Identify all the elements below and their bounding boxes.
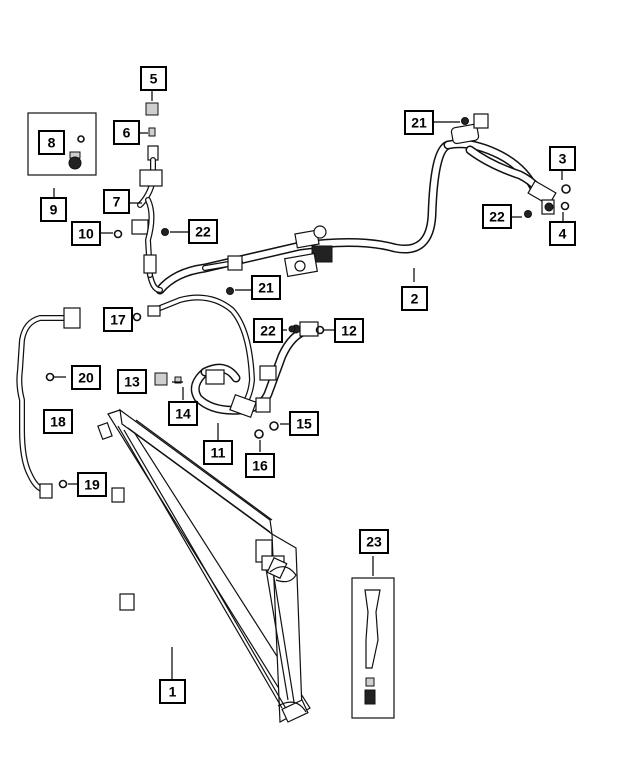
callout-21b: 21 — [251, 275, 281, 300]
callout-21a: 21 — [404, 110, 434, 135]
svg-text:1: 1 — [169, 684, 177, 700]
upper-right-hose-drawing — [443, 113, 557, 215]
discharge-line-drawing — [16, 307, 81, 499]
callout-19: 19 — [77, 472, 107, 497]
svg-text:8: 8 — [48, 135, 56, 151]
pressure-switch-drawing — [27, 112, 97, 176]
callout-20: 20 — [71, 365, 101, 390]
svg-text:20: 20 — [78, 370, 94, 386]
callout-22a: 22 — [188, 219, 218, 244]
callout-15: 15 — [289, 411, 319, 436]
svg-text:23: 23 — [366, 534, 382, 550]
callout-7: 7 — [103, 189, 130, 214]
svg-text:16: 16 — [252, 458, 268, 474]
callout-22c: 22 — [482, 204, 512, 229]
svg-text:19: 19 — [84, 477, 100, 493]
condenser-drawing — [97, 408, 311, 723]
callout-11: 11 — [203, 440, 233, 465]
svg-text:11: 11 — [211, 445, 226, 461]
suction-hose-drawing — [145, 140, 453, 295]
callout-3: 3 — [549, 146, 576, 171]
callout-2: 2 — [401, 286, 428, 311]
svg-text:18: 18 — [50, 414, 66, 430]
callout-16: 16 — [245, 453, 275, 478]
svg-text:22: 22 — [260, 323, 276, 339]
callout-13: 13 — [117, 369, 147, 394]
svg-text:14: 14 — [175, 406, 191, 422]
callout-22b: 22 — [253, 318, 283, 343]
svg-text:3: 3 — [559, 151, 567, 167]
svg-text:2: 2 — [411, 291, 419, 307]
repair-kit-drawing — [351, 577, 395, 719]
svg-text:15: 15 — [296, 416, 312, 432]
callout-17: 17 — [103, 307, 133, 332]
svg-text:13: 13 — [124, 374, 140, 390]
svg-text:21: 21 — [411, 115, 427, 131]
callout-1: 1 — [159, 679, 186, 704]
svg-text:6: 6 — [123, 125, 131, 141]
svg-text:10: 10 — [78, 226, 94, 242]
callout-4: 4 — [549, 221, 576, 246]
svg-text:7: 7 — [113, 194, 121, 210]
callout-18: 18 — [43, 409, 73, 434]
callout-9: 9 — [40, 197, 67, 222]
callout-8: 8 — [38, 130, 65, 155]
callout-12: 12 — [334, 318, 364, 343]
svg-text:4: 4 — [559, 226, 567, 242]
fittings-drawing — [45, 117, 571, 489]
svg-text:5: 5 — [150, 71, 158, 87]
callout-10: 10 — [71, 221, 101, 246]
svg-text:21: 21 — [258, 280, 274, 296]
liquid-line-drawing — [147, 294, 319, 419]
svg-text:22: 22 — [489, 209, 505, 225]
svg-text:9: 9 — [50, 202, 58, 218]
svg-text:17: 17 — [110, 312, 126, 328]
callout-14: 14 — [168, 401, 198, 426]
callout-23: 23 — [359, 529, 389, 554]
callout-5: 5 — [140, 66, 167, 91]
svg-text:22: 22 — [195, 224, 211, 240]
callout-6: 6 — [113, 120, 140, 145]
svg-text:12: 12 — [341, 323, 357, 339]
